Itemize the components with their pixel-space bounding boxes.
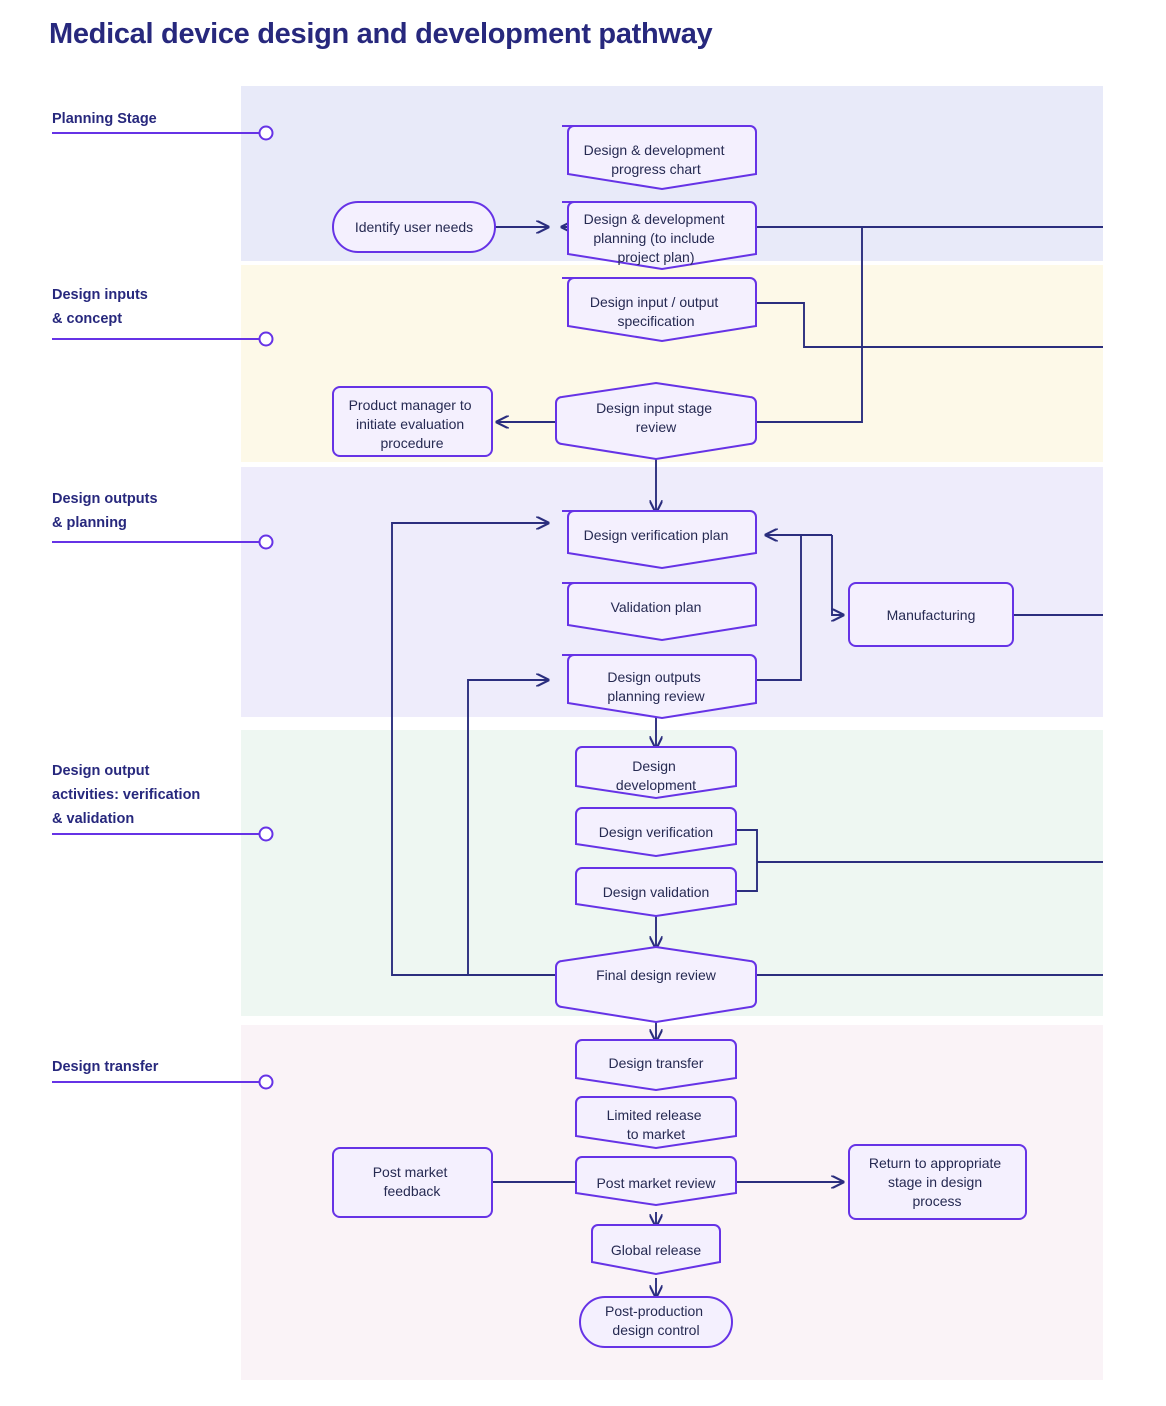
stage-dot-transfer — [258, 1074, 274, 1090]
stage-label-planning: Planning Stage — [52, 111, 157, 127]
stage-dot-planning — [258, 125, 274, 141]
conn-outputsreview-to-verifplan — [756, 535, 802, 681]
label-manufacturing: Manufacturing — [887, 607, 976, 623]
node-verification-plan-shape[interactable] — [562, 510, 757, 570]
label-validation-plan: Validation plan — [611, 599, 702, 615]
stage-label-outputs: Design outputs & planning — [52, 491, 158, 531]
node-manufacturing-shape[interactable] — [848, 582, 1014, 647]
label-post-market-review: Post market review — [596, 1175, 716, 1191]
node-post-market-feedback-shape[interactable] — [332, 1147, 493, 1218]
label-verification-plan: Design verification plan — [584, 527, 729, 543]
stage-dot-inputs — [258, 331, 274, 347]
node-design-verification-shape[interactable] — [575, 807, 737, 858]
label-design-validation: Design validation — [603, 884, 710, 900]
conn-finalreview-to-outputsreview — [467, 680, 556, 976]
node-labels: Identify user needs Design & development… — [349, 142, 1005, 1338]
node-outputs-planning-review-shape[interactable] — [562, 654, 757, 720]
label-dd-planning: Design & development planning (to includ… — [584, 211, 729, 265]
stage-label-verification: Design output activities: verification &… — [52, 763, 201, 827]
label-input-stage-review: Design input stage review — [596, 400, 716, 435]
label-post-production: Post-production design control — [605, 1303, 707, 1338]
label-limited-release: Limited release to market — [607, 1107, 706, 1142]
node-identify-user-needs-shape[interactable] — [332, 201, 496, 253]
node-final-design-review-shape[interactable] — [555, 945, 757, 1024]
node-product-manager-shape[interactable] — [332, 386, 493, 457]
node-global-release-shape[interactable] — [591, 1224, 721, 1276]
node-design-transfer-shape[interactable] — [575, 1039, 737, 1092]
conn-designverif-right — [736, 829, 758, 862]
label-product-manager: Product manager to initiate evaluation p… — [349, 397, 476, 451]
label-design-development: Design development — [616, 758, 696, 793]
page-title: Medical device design and development pa… — [49, 18, 713, 50]
stage-dot-verification — [258, 826, 274, 842]
node-post-production-shape[interactable] — [579, 1296, 733, 1348]
node-design-development-shape[interactable] — [575, 746, 737, 800]
stage-label-inputs: Design inputs & concept — [52, 287, 148, 327]
label-design-verification: Design verification — [599, 824, 713, 840]
stage-tick-lines — [52, 125, 274, 1090]
node-post-market-review-shape[interactable] — [575, 1156, 737, 1207]
conn-designvalid-right — [736, 862, 758, 892]
conn-inputreview-up — [756, 227, 863, 423]
label-progress-chart: Design & development progress chart — [584, 142, 729, 177]
label-outputs-planning-review: Design outputs planning review — [607, 669, 705, 704]
node-design-validation-shape[interactable] — [575, 867, 737, 918]
stage-dot-outputs — [258, 534, 274, 550]
node-dd-planning-shape[interactable] — [562, 201, 757, 271]
node-limited-release-shape[interactable] — [575, 1096, 737, 1150]
label-post-market-feedback: Post market feedback — [373, 1164, 452, 1199]
label-return-to-stage: Return to appropriate stage in design pr… — [869, 1155, 1005, 1209]
node-return-to-stage-shape[interactable] — [848, 1144, 1027, 1220]
label-global-release: Global release — [611, 1242, 701, 1258]
conn-iospec-right — [756, 302, 1103, 348]
label-final-design-review: Final design review — [596, 967, 717, 983]
node-input-stage-review-shape[interactable] — [555, 381, 757, 461]
node-io-spec-shape[interactable] — [562, 277, 757, 343]
label-identify-user-needs: Identify user needs — [355, 219, 473, 235]
label-io-spec: Design input / output specification — [590, 294, 722, 329]
conn-outputsreview-to-manufacturing — [832, 535, 843, 615]
label-design-transfer: Design transfer — [609, 1055, 704, 1071]
node-progress-chart-shape[interactable] — [562, 125, 757, 191]
stage-label-transfer: Design transfer — [52, 1059, 159, 1075]
nodes — [332, 125, 1027, 1348]
node-validation-plan-shape[interactable] — [562, 582, 757, 642]
